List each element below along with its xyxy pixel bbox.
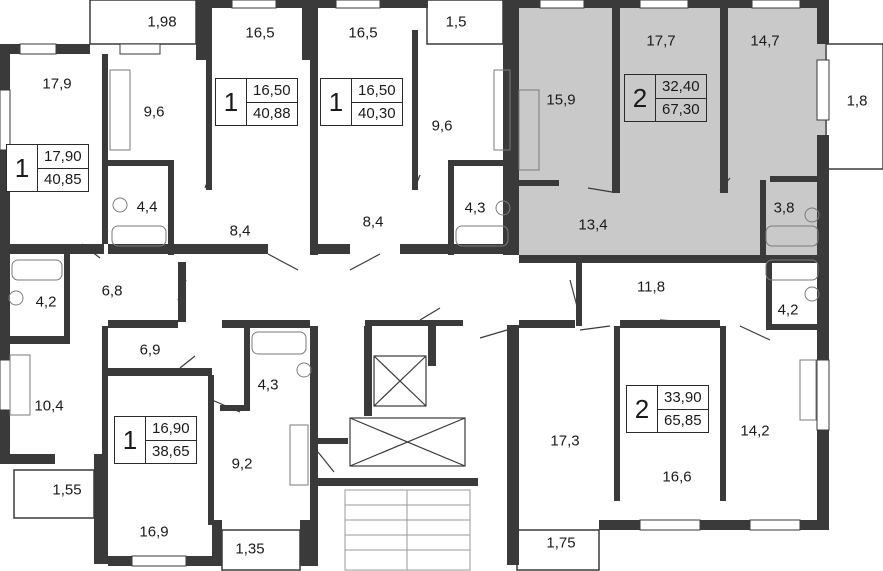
room-area: 14,2 [740,422,770,440]
room-area: 13,4 [578,216,608,234]
room-area: 15,9 [546,91,576,109]
room-area: 8,4 [362,213,384,231]
apartment-living-area: 17,90 [44,147,82,165]
room-area: 9,6 [431,117,453,135]
apartment-badge-highlighted[interactable]: 2 32,40 67,30 [624,74,707,122]
windows [0,0,830,567]
staircase [344,489,471,571]
apartment-total-area: 38,65 [146,439,196,464]
apartment-living-area: 16,50 [253,81,291,99]
apartment-living-area: 33,90 [664,388,702,406]
apartment-badge[interactable]: 1 16,50 40,30 [320,78,403,126]
apartment-badge[interactable]: 1 16,50 40,88 [215,78,298,126]
apartment-room-count: 1 [223,87,239,117]
room-area: 4,4 [136,198,158,216]
apartment-room-count: 2 [634,394,650,424]
apartment-living-area: 16,50 [358,81,396,99]
room-area: 10,4 [34,397,64,415]
apartment-total-area: 40,30 [352,101,402,126]
elevator-shafts [349,355,466,467]
room-area: 1,98 [147,13,177,31]
room-area: 16,6 [662,468,692,486]
room-area: 17,9 [42,75,72,93]
room-area: 14,7 [750,32,780,50]
room-area: 6,9 [139,341,161,359]
room-area: 6,8 [101,282,123,300]
apartment-total-area: 65,85 [658,408,708,433]
room-area: 1,5 [445,13,467,31]
room-area: 1,75 [546,534,576,552]
room-area: 1,35 [235,540,265,558]
room-area: 16,5 [245,24,275,42]
room-area: 9,2 [231,455,253,473]
room-area: 8,4 [229,222,251,240]
apartment-badge[interactable]: 2 33,90 65,85 [626,385,709,433]
apartment-room-count: 1 [328,87,344,117]
sanitary-fixtures [8,69,820,486]
apartment-total-area: 67,30 [656,97,706,122]
apartment-badge[interactable]: 1 16,90 38,65 [114,416,197,464]
room-area: 16,9 [139,523,169,541]
balcony-198[interactable] [89,0,197,45]
apartment-total-area: 40,88 [247,101,297,126]
room-area: 4,2 [35,293,57,311]
apartment-room-count: 1 [122,425,138,455]
room-area: 4,3 [257,376,279,394]
room-area: 4,2 [777,301,799,319]
highlighted-apartment[interactable] [519,8,825,255]
apartment-total-area: 40,85 [38,167,88,192]
apartment-room-count: 1 [14,153,30,183]
room-area: 3,8 [773,199,795,217]
room-area: 4,3 [464,199,486,217]
room-area: 17,3 [550,432,580,450]
apartment-room-count: 2 [632,83,648,113]
room-area: 1,8 [846,92,868,110]
room-area: 17,7 [646,32,676,50]
room-area: 16,5 [348,24,378,42]
apartment-living-area: 16,90 [152,419,190,437]
doors [81,174,771,473]
apartment-badge[interactable]: 1 17,90 40,85 [6,144,89,192]
room-area: 11,8 [636,278,666,296]
room-area: 9,6 [143,103,165,121]
room-area: 1,55 [52,481,82,499]
apartment-living-area: 32,40 [662,77,700,95]
